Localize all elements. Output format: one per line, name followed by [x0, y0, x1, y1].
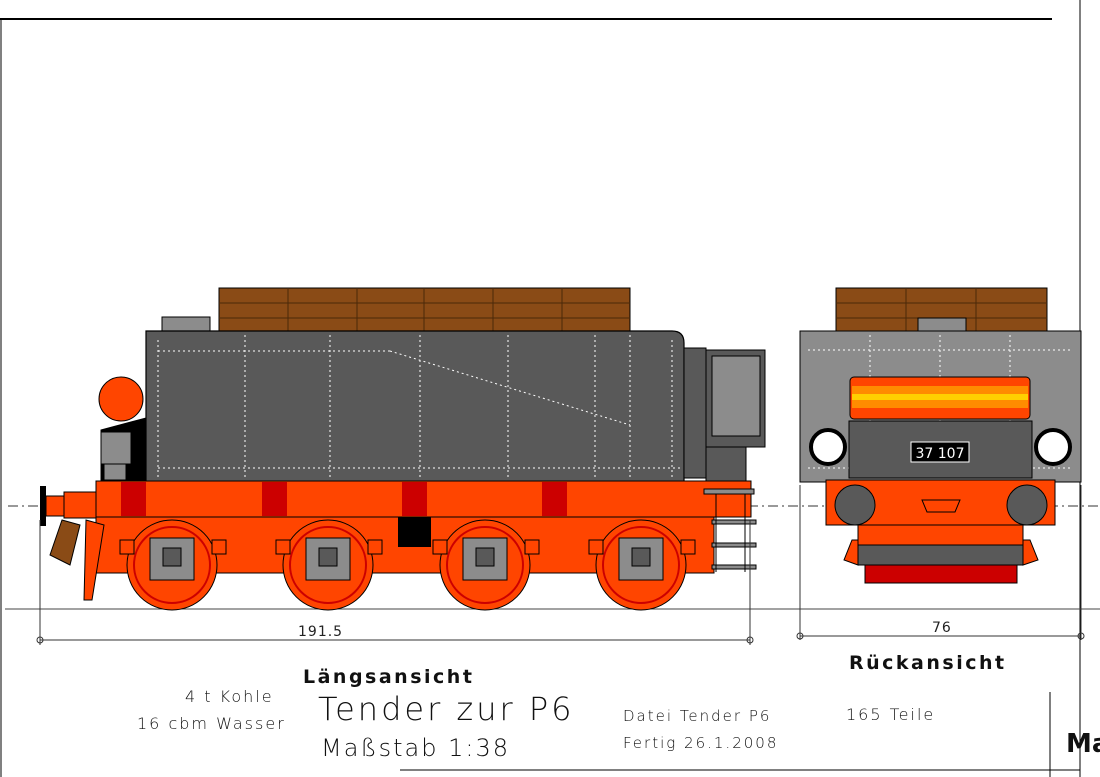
water-filler [161, 316, 211, 333]
front-grey-panel [100, 431, 132, 465]
drawing-scale: Maßstab 1:38 [321, 734, 511, 762]
water-capacity: 16 cbm Wasser [137, 714, 286, 733]
wheelset-2 [282, 519, 374, 611]
file-name: Datei Tender P6 [623, 707, 772, 725]
rear-step-right [1022, 539, 1039, 566]
number-plate [910, 441, 970, 463]
wheelset-1 [126, 519, 218, 611]
rear-ladder [703, 488, 757, 572]
wheelset-3 [439, 519, 531, 611]
rear-cab-window [711, 355, 761, 437]
rear-step-left [843, 539, 859, 566]
rear-view-title: Rückansicht [849, 652, 1007, 674]
tank-rivet-lines [157, 335, 680, 480]
rear-red-bar [864, 564, 1018, 584]
rear-width-label: 76 [932, 620, 952, 636]
frame-black-gap [398, 517, 431, 547]
rear-view: 37 107 [796, 287, 1085, 640]
side-length-dimension [36, 520, 754, 645]
rear-step-box [705, 446, 747, 483]
front-lamp [98, 376, 144, 422]
rear-buffer-left [834, 484, 876, 526]
wheelset-4 [595, 519, 687, 611]
rear-heater-lamp [849, 376, 1031, 420]
coal-load [218, 287, 631, 333]
front-grey-step [103, 463, 127, 481]
corner-text: Ma [1066, 729, 1100, 759]
side-length-label: 191.5 [298, 624, 344, 640]
rear-wheel-strip [857, 544, 1024, 566]
side-view-title: Längsansicht [303, 666, 475, 688]
rear-lower-frame [857, 524, 1024, 546]
rear-toolbox [683, 347, 707, 479]
drawing-title: Tender zur P6 [318, 690, 575, 728]
rear-width-dimension [796, 485, 1085, 640]
rear-water-filler [917, 317, 967, 333]
completion-date: Fertig 26.1.2008 [623, 734, 779, 752]
coal-capacity: 4 t Kohle [185, 687, 274, 706]
rear-coupling-hook [921, 499, 961, 513]
rear-buffer-right [1006, 484, 1048, 526]
rear-lamp-left [809, 428, 847, 466]
side-view [36, 287, 766, 645]
rear-lamp-right [1034, 428, 1072, 466]
front-buffer [40, 486, 105, 601]
tender-tank [145, 330, 685, 483]
parts-count: 165 Teile [846, 705, 936, 724]
frame-red-blocks [121, 482, 567, 516]
axle-box-ticks [119, 539, 696, 555]
number-plate-text: 37 107 [916, 446, 965, 462]
